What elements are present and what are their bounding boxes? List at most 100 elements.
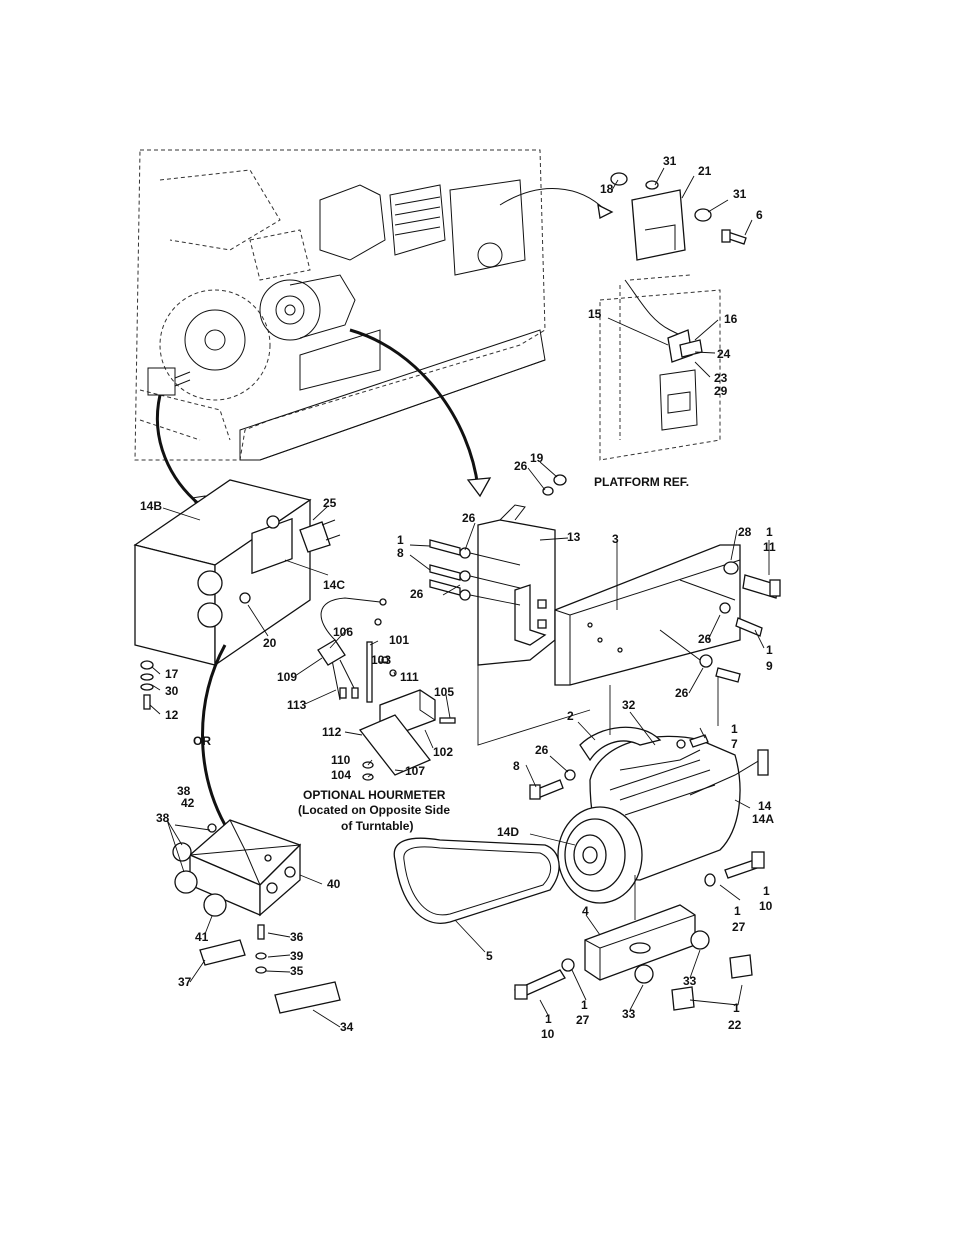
label-21: 21: [698, 164, 712, 178]
label-104: 104: [331, 768, 351, 782]
platform-ref-label: PLATFORM REF.: [594, 475, 689, 489]
label-10b: 10: [759, 899, 773, 913]
label-1g: 1: [733, 1001, 740, 1015]
engine-illustration: [134, 149, 546, 461]
label-31b: 31: [733, 187, 747, 201]
label-14D: 14D: [497, 825, 519, 839]
label-102: 102: [433, 745, 453, 759]
label-8a: 8: [397, 546, 404, 560]
label-33a: 33: [622, 1007, 636, 1021]
label-7: 7: [731, 737, 738, 751]
label-20: 20: [263, 636, 277, 650]
label-24: 24: [717, 347, 731, 361]
label-1d: 1: [731, 722, 738, 736]
label-26b: 26: [462, 511, 476, 525]
label-1e: 1: [545, 1012, 552, 1026]
platform-reference: [599, 274, 721, 461]
label-1c: 1: [766, 643, 773, 657]
label-8b: 8: [513, 759, 520, 773]
label-27b: 27: [732, 920, 746, 934]
label-5: 5: [486, 949, 493, 963]
label-113: 113: [287, 698, 307, 712]
label-17: 17: [165, 667, 179, 681]
label-2: 2: [567, 709, 574, 723]
washer-26: [542, 486, 554, 496]
nut-19: [553, 474, 567, 486]
label-31: 31: [663, 154, 677, 168]
label-105: 105: [434, 685, 454, 699]
label-3: 3: [612, 532, 619, 546]
hourmeter-note-1: (Located on Opposite Side: [298, 803, 450, 817]
alternator-icon: [557, 726, 769, 904]
label-1h: 1: [734, 904, 741, 918]
label-12: 12: [165, 708, 179, 722]
label-32: 32: [622, 698, 636, 712]
label-15: 15: [588, 307, 602, 321]
label-25: 25: [323, 496, 337, 510]
hourmeter-title: OPTIONAL HOURMETER: [303, 788, 446, 802]
leader-lines: [149, 167, 770, 1028]
belt-icon: [393, 837, 560, 924]
label-27a: 27: [576, 1013, 590, 1027]
label-26c: 26: [410, 587, 424, 601]
label-1a: 1: [397, 533, 404, 547]
junction-box-icon: [172, 819, 341, 1014]
label-38b: 38: [156, 811, 170, 825]
label-26d: 26: [698, 632, 712, 646]
label-40: 40: [327, 877, 341, 891]
label-19: 19: [530, 451, 544, 465]
bracket-icon: [610, 172, 747, 261]
outlet-box-icon: [133, 479, 341, 667]
label-111: 111: [400, 670, 419, 684]
label-26a: 26: [514, 459, 528, 473]
label-106: 106: [333, 625, 353, 639]
label-110: 110: [331, 753, 351, 767]
label-23: 23: [714, 371, 728, 385]
adjust-bracket-4: [514, 851, 765, 1011]
label-4: 4: [582, 904, 589, 918]
label-107: 107: [405, 764, 425, 778]
label-101: 101: [389, 633, 409, 647]
label-22: 22: [728, 1018, 742, 1032]
bolts-1-8: [429, 539, 521, 606]
arrow-to-outlet-box: [155, 394, 201, 507]
label-30: 30: [165, 684, 179, 698]
label-11: 11: [763, 540, 776, 554]
label-29: 29: [714, 384, 728, 398]
label-6: 6: [756, 208, 763, 222]
fasteners-17-30-12: [140, 660, 154, 710]
label-16: 16: [724, 312, 738, 326]
label-103: 103: [371, 653, 391, 667]
label-14B: 14B: [140, 499, 162, 513]
arrow-to-alternator: [349, 328, 480, 489]
label-14A: 14A: [752, 812, 774, 826]
label-26e: 26: [675, 686, 689, 700]
label-112: 112: [322, 725, 342, 739]
label-37: 37: [178, 975, 192, 989]
label-34: 34: [340, 1020, 354, 1034]
label-38a: 38: [177, 784, 191, 798]
washer-26-mid: [564, 769, 576, 781]
label-14: 14: [758, 799, 772, 813]
label-10a: 10: [541, 1027, 555, 1041]
label-26f: 26: [535, 743, 549, 757]
label-1b: 1: [766, 525, 773, 539]
label-41: 41: [195, 930, 209, 944]
part-labels: 31 18 21 31 6 15 16 24 23 29 26 19 PLATF…: [140, 154, 776, 1041]
label-42: 42: [181, 796, 195, 810]
hourmeter-icon: [317, 597, 456, 781]
bolt-7: [689, 734, 709, 748]
label-1i: 1: [763, 884, 770, 898]
label-109: 109: [277, 670, 297, 684]
label-9: 9: [766, 659, 773, 673]
label-18: 18: [600, 182, 614, 196]
bolts-right: [659, 561, 781, 683]
label-36: 36: [290, 930, 304, 944]
hourmeter-note-2: of Turntable): [341, 819, 413, 833]
label-13: 13: [567, 530, 581, 544]
mount-bracket-13: [477, 504, 741, 686]
or-connector: [201, 644, 227, 826]
label-or: OR: [193, 734, 211, 748]
label-14C: 14C: [323, 578, 345, 592]
